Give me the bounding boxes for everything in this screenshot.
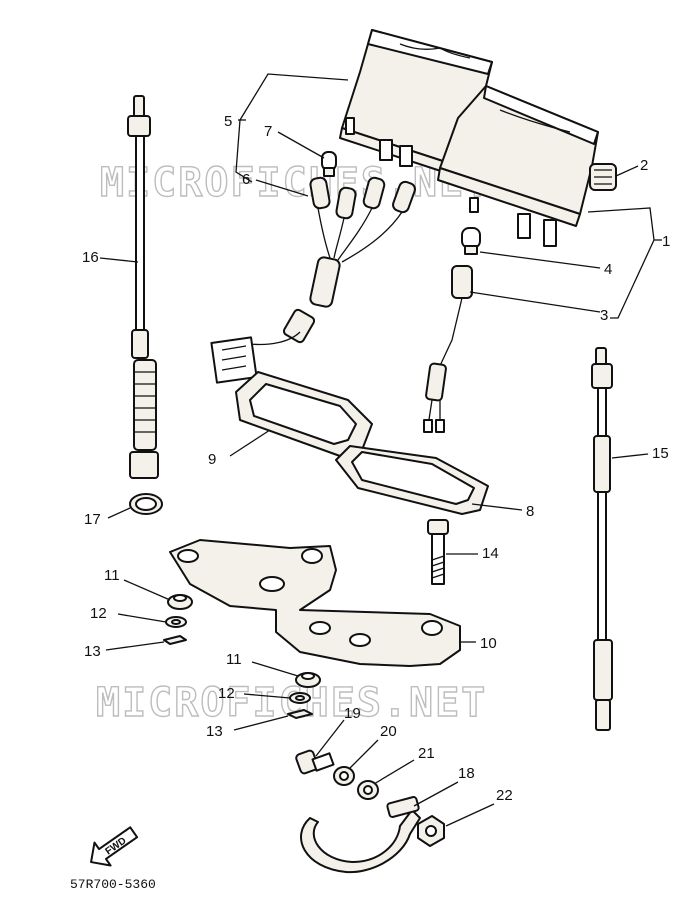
fwd-arrow-icon: FWD (90, 826, 139, 867)
callout-11b: 11 (226, 651, 242, 668)
callout-1: 1 (662, 233, 670, 250)
drawing-code: 57R700-5360 (70, 877, 156, 892)
callout-10: 10 (480, 635, 497, 652)
callout-6: 6 (242, 171, 250, 188)
callout-13a: 13 (84, 643, 101, 660)
callout-3: 3 (600, 307, 608, 324)
callout-8: 8 (526, 503, 534, 520)
callout-numbers: 1 2 3 4 5 6 7 8 9 10 11 12 13 11 12 13 1… (82, 113, 670, 804)
bulb-4 (461, 227, 481, 255)
leader-lines (99, 73, 662, 827)
callout-18: 18 (458, 765, 475, 782)
callout-2: 2 (640, 157, 648, 174)
callout-14: 14 (482, 545, 499, 562)
wire-harness (210, 176, 416, 384)
washer-20-hole (339, 771, 349, 781)
callout-17: 17 (84, 511, 101, 528)
bolt-14 (427, 519, 449, 585)
cable-15 (591, 347, 613, 731)
callout-11a: 11 (104, 567, 120, 584)
clamp-18 (300, 796, 421, 874)
watermark-bottom: MICROFICHES.NET (96, 680, 487, 726)
screw-19 (295, 749, 335, 775)
callout-16: 16 (82, 249, 99, 266)
bulb-7 (321, 151, 337, 177)
callout-12a: 12 (90, 605, 107, 622)
callout-15: 15 (652, 445, 669, 462)
nut-22 (417, 815, 445, 847)
gasket-9 (235, 371, 373, 457)
cable-16 (127, 95, 159, 479)
callout-19: 19 (344, 705, 361, 722)
callout-9: 9 (208, 451, 216, 468)
callout-4: 4 (604, 261, 612, 278)
callout-12b: 12 (218, 685, 235, 702)
callout-21: 21 (418, 745, 435, 762)
gasket-8 (335, 445, 489, 515)
callout-5: 5 (224, 113, 232, 130)
socket-lead-3 (423, 265, 473, 433)
meter-bracket-10 (169, 539, 461, 667)
callout-22: 22 (496, 787, 513, 804)
damper-set-lower (287, 672, 321, 719)
callout-7: 7 (264, 123, 272, 140)
o-ring-17-hole (135, 497, 157, 511)
right-meter-housing (437, 85, 599, 247)
watermark-top: MICROFICHES.NET (100, 160, 491, 206)
callout-13b: 13 (206, 723, 223, 740)
trip-knob (589, 163, 617, 191)
callout-20: 20 (380, 723, 397, 740)
damper-set-upper (163, 594, 193, 645)
washer-21-hole (363, 785, 373, 795)
